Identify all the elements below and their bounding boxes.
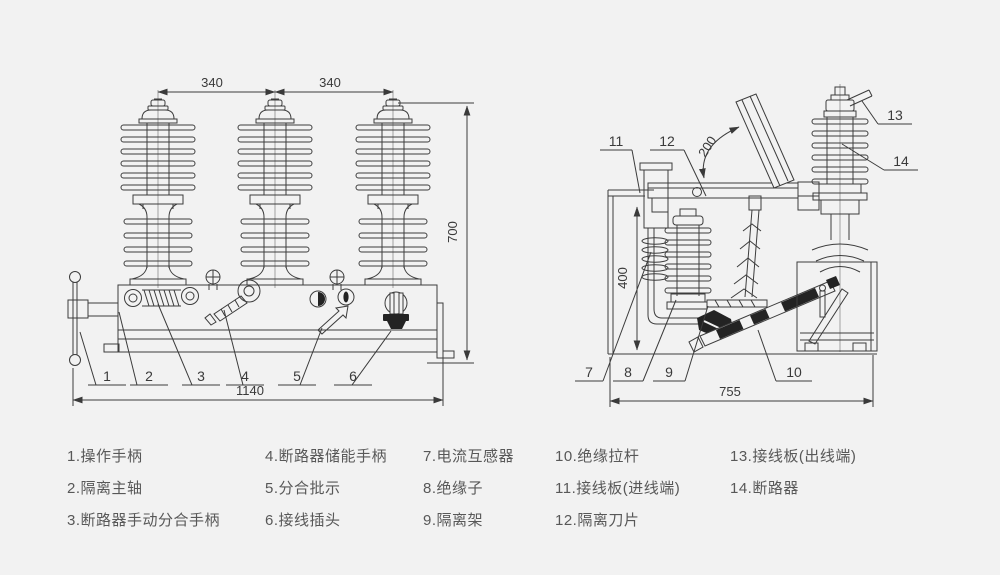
part-label-7: 7 [585,364,593,380]
dim-height-400: 400 [615,206,641,351]
base-box [103,269,455,359]
front-part-callouts: 1 2 3 4 5 6 [79,303,392,386]
side-part-callouts: 7 8 9 10 11 12 13 14 [575,100,918,382]
part-label-4: 4 [241,368,249,384]
insulator-pole-2 [237,89,313,289]
part-label-11: 11 [609,133,624,149]
legend-item-6: 6.接线插头 [265,512,341,529]
isolating-frame [706,299,768,308]
breaker-pole [811,84,873,352]
part-label-10: 10 [786,364,802,380]
part-label-14: 14 [893,153,909,169]
part-label-8: 8 [624,364,632,380]
insulator-pole-1 [120,89,196,289]
legend-item-14: 14.断路器 [730,480,799,497]
legend-item-5: 5.分合批示 [265,480,341,497]
dim-label-200: 200 [695,133,719,159]
legend-item-13: 13.接线板(出线端) [730,448,857,465]
side-frame [607,162,877,355]
current-transformer [641,228,703,325]
part-label-1: 1 [103,368,111,384]
front-view: 340 340 [67,75,474,406]
outgoing-terminal [846,89,873,107]
dim-label-340-right: 340 [319,75,341,90]
dim-label-755: 755 [719,384,741,399]
insulated-pull-rod [688,276,840,353]
dim-label-340-left: 340 [201,75,223,90]
part-label-2: 2 [145,368,153,384]
part-label-13: 13 [887,107,903,123]
legend-item-11: 11.接线板(进线端) [555,480,681,497]
side-view: 400 [575,84,918,407]
dim-blade-travel-200: 200 [695,126,740,179]
mechanism-box [796,261,878,352]
dim-label-400: 400 [615,267,630,289]
legend-column-1: 1.操作手柄 2.隔离主轴 3.断路器手动分合手柄 [67,446,220,531]
legend-item-12: 12.隔离刀片 [555,512,640,529]
isolating-blade [735,93,795,189]
rotating-insulator [730,195,762,299]
indicator-arrow-icon [317,305,349,335]
part-label-12: 12 [659,133,675,149]
legend-column-4: 10.绝缘拉杆 11.接线板(进线端) 12.隔离刀片 [555,446,680,531]
dim-label-700: 700 [445,221,460,243]
legend-column-3: 7.电流互感器 8.绝缘子 9.隔离架 [423,446,514,531]
part-label-5: 5 [293,368,301,384]
drive-arm [647,181,820,211]
position-indicator [309,288,355,335]
legend-item-10: 10.绝缘拉杆 [555,448,640,465]
spring-assembly [124,287,199,307]
part-label-3: 3 [197,368,205,384]
legend-item-8: 8.绝缘子 [423,480,484,497]
dim-width-755: 755 [609,355,874,407]
legend-column-2: 4.断路器储能手柄 5.分合批示 6.接线插头 [265,446,387,531]
support-insulator [664,208,712,310]
operating-handle [67,271,119,366]
legend-item-4: 4.断路器储能手柄 [265,448,388,465]
charging-crank [204,279,261,326]
legend-item-3: 3.断路器手动分合手柄 [67,512,221,529]
dim-label-1140: 1140 [236,383,264,398]
legend-item-9: 9.隔离架 [423,512,484,529]
dim-width-1140: 1140 [72,358,444,406]
dim-pole-spacing: 340 340 [157,75,394,96]
legend-column-5: 13.接线板(出线端) 14.断路器 [730,446,856,499]
insulator-pole-3 [355,89,431,289]
legend-item-2: 2.隔离主轴 [67,480,143,497]
part-label-6: 6 [349,368,357,384]
part-label-9: 9 [665,364,673,380]
legend-item-7: 7.电流互感器 [423,448,515,465]
wiring-plug [383,291,409,329]
legend-item-1: 1.操作手柄 [67,448,143,465]
dim-height-700: 700 [398,102,474,364]
